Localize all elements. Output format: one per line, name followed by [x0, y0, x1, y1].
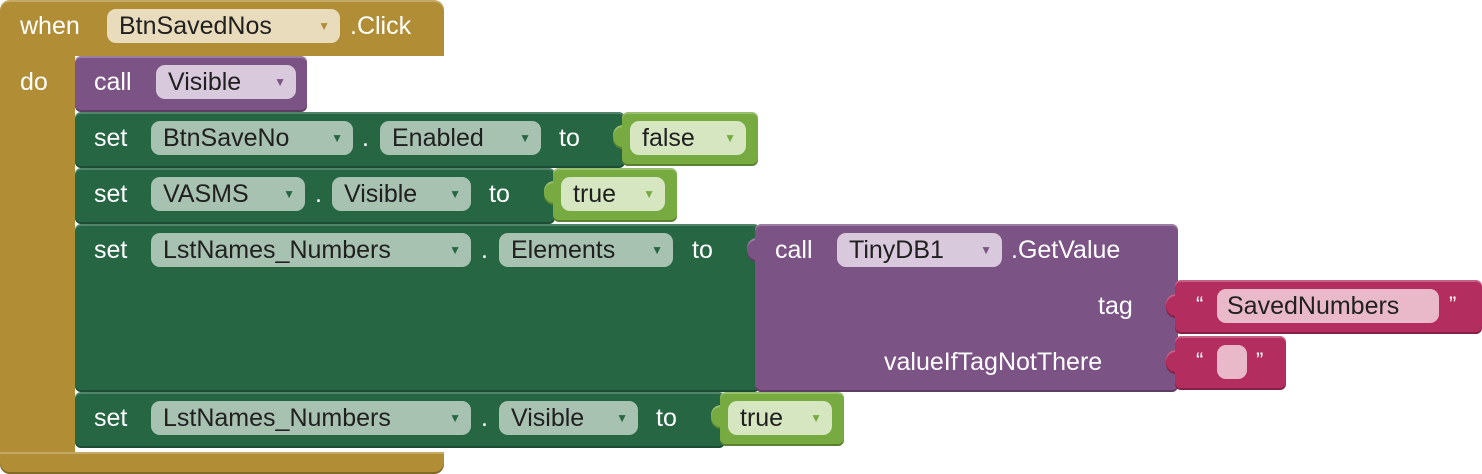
to-label: to — [692, 236, 713, 264]
logic-true-dropdown[interactable]: true ▼ — [728, 401, 832, 435]
event-name-label: .Click — [350, 12, 412, 40]
set3-property-dropdown[interactable]: Elements ▼ — [499, 233, 673, 267]
set-label: set — [94, 124, 128, 152]
logic-value-text: true — [740, 404, 784, 432]
method-label: .GetValue — [1011, 236, 1121, 264]
event-block-bottom-arm — [0, 452, 444, 474]
logic-output-tab — [711, 405, 721, 429]
call-label: call — [775, 236, 813, 264]
dot-label: . — [481, 404, 488, 432]
tinydb-component-dropdown[interactable]: TinyDB1 ▼ — [837, 233, 1002, 267]
logic-false-dropdown[interactable]: false ▼ — [630, 121, 746, 155]
logic-value-text: true — [573, 180, 617, 208]
chevron-down-icon: ▼ — [616, 411, 628, 425]
set-label: set — [94, 236, 128, 264]
set1-property-dropdown[interactable]: Enabled ▼ — [380, 121, 541, 155]
procedure-dropdown[interactable]: Visible ▼ — [156, 65, 296, 99]
chevron-down-icon: ▼ — [519, 131, 531, 145]
set2-component-dropdown[interactable]: VASMS ▼ — [151, 177, 305, 211]
procedure-name: Visible — [168, 68, 242, 96]
event-do-label: do — [20, 68, 48, 96]
dot-label: . — [315, 180, 322, 208]
logic-value-text: false — [642, 124, 695, 152]
set2-component-text: VASMS — [163, 180, 249, 208]
default-text-field[interactable] — [1217, 345, 1247, 379]
set2-property-dropdown[interactable]: Visible ▼ — [332, 177, 471, 211]
chevron-down-icon: ▼ — [318, 19, 330, 33]
logic-true-dropdown[interactable]: true ▼ — [561, 177, 665, 211]
set3-property-text: Elements — [511, 236, 616, 264]
chevron-down-icon: ▼ — [643, 187, 655, 201]
to-label: to — [489, 180, 510, 208]
default-socket-label: valueIfTagNotThere — [884, 348, 1103, 376]
to-label: to — [559, 124, 580, 152]
set1-component-text: BtnSaveNo — [163, 124, 290, 152]
text-output-tab — [1166, 294, 1176, 318]
tinydb-component-text: TinyDB1 — [849, 236, 944, 264]
set4-component-text: LstNames_Numbers — [163, 404, 391, 432]
close-quote-icon: ” — [1256, 348, 1264, 373]
call-label: call — [94, 68, 132, 96]
chevron-down-icon: ▼ — [810, 411, 822, 425]
close-quote-icon: ” — [1449, 292, 1457, 317]
open-quote-icon: “ — [1196, 348, 1204, 373]
set4-property-dropdown[interactable]: Visible ▼ — [499, 401, 638, 435]
logic-output-tab — [613, 125, 623, 149]
chevron-down-icon: ▼ — [283, 187, 295, 201]
chevron-down-icon: ▼ — [449, 243, 461, 257]
set3-component-text: LstNames_Numbers — [163, 236, 391, 264]
text-output-tab — [1166, 350, 1176, 374]
set-label: set — [94, 180, 128, 208]
set2-property-text: Visible — [344, 180, 418, 208]
dot-label: . — [362, 124, 369, 152]
chevron-down-icon: ▼ — [449, 411, 461, 425]
call-output-tab — [747, 238, 757, 262]
chevron-down-icon: ▼ — [651, 243, 663, 257]
chevron-down-icon: ▼ — [331, 131, 343, 145]
event-component-text: BtnSavedNos — [119, 12, 272, 40]
tag-text-field[interactable]: SavedNumbers — [1217, 289, 1439, 323]
event-when-label: when — [20, 12, 80, 40]
set-label: set — [94, 404, 128, 432]
logic-output-tab — [544, 181, 554, 205]
chevron-down-icon: ▼ — [449, 187, 461, 201]
set4-property-text: Visible — [511, 404, 585, 432]
to-label: to — [656, 404, 677, 432]
set3-component-dropdown[interactable]: LstNames_Numbers ▼ — [151, 233, 471, 267]
event-component-dropdown[interactable]: BtnSavedNos ▼ — [107, 9, 340, 43]
tag-socket-label: tag — [1098, 292, 1133, 320]
set4-component-dropdown[interactable]: LstNames_Numbers ▼ — [151, 401, 471, 435]
set1-property-text: Enabled — [392, 124, 484, 152]
chevron-down-icon: ▼ — [980, 243, 992, 257]
chevron-down-icon: ▼ — [274, 75, 286, 89]
chevron-down-icon: ▼ — [724, 131, 736, 145]
dot-label: . — [481, 236, 488, 264]
set1-component-dropdown[interactable]: BtnSaveNo ▼ — [151, 121, 353, 155]
open-quote-icon: “ — [1196, 292, 1204, 317]
